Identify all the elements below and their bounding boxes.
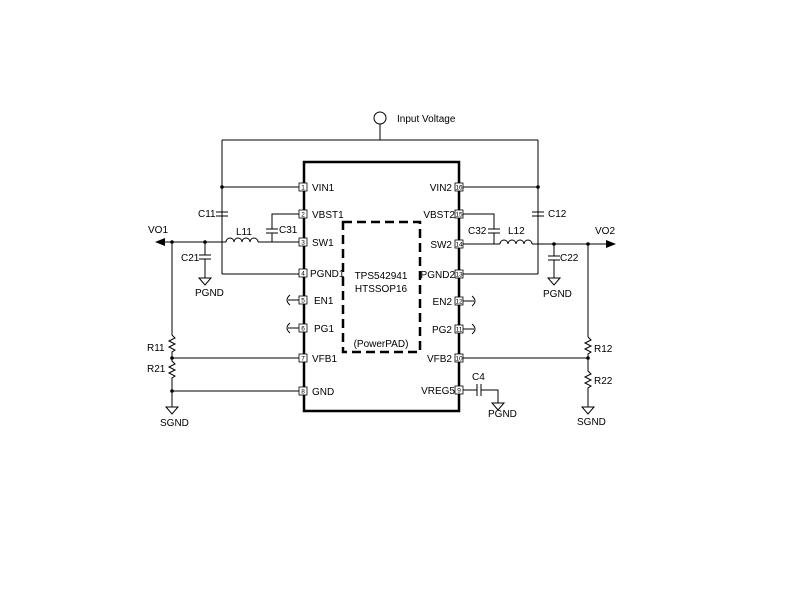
c12-label: C12 — [548, 209, 567, 220]
pin-name: VFB1 — [312, 354, 337, 365]
l12-inductor — [499, 239, 533, 245]
pin-box — [298, 268, 308, 278]
pg1-open-arc — [286, 322, 299, 334]
pin-name: VFB2 — [427, 354, 452, 365]
sgnd-label: SGND — [160, 418, 189, 429]
l11-inductor — [225, 237, 259, 243]
pin-number: 7 — [301, 356, 305, 363]
vo2-arrow — [606, 240, 616, 248]
pin-name: PGND1 — [310, 269, 345, 280]
c22-label: C22 — [560, 253, 579, 264]
sgnd-symbol — [164, 406, 180, 415]
input-voltage-label: Input Voltage — [397, 114, 456, 125]
c32-capacitor — [488, 228, 500, 234]
l11-label: L11 — [236, 227, 252, 238]
pin-name: VBST2 — [423, 210, 455, 221]
vbst1-wire — [271, 213, 299, 242]
pin-number: 2 — [301, 212, 305, 219]
pin-name: SW2 — [430, 240, 452, 251]
junction-dot — [203, 240, 207, 244]
pin-number: 10 — [455, 356, 463, 363]
powerpad-label: (PowerPAD) — [354, 339, 409, 350]
pin-number: 9 — [457, 388, 461, 395]
pin-name: EN1 — [314, 296, 334, 307]
pin-number: 15 — [455, 212, 463, 219]
l12-label: L12 — [508, 226, 525, 237]
pin-number: 4 — [301, 271, 305, 278]
left-pins: 1 VIN1 2 VBST1 3 SW1 4 PGND1 5 EN1 6 PG1… — [298, 182, 345, 398]
pin-name: PG2 — [432, 325, 452, 336]
junction-dot — [220, 185, 224, 189]
input-rail-wire — [221, 124, 539, 274]
c32-label: C32 — [468, 226, 487, 237]
c21-capacitor — [199, 254, 211, 260]
pin-number: 16 — [455, 185, 463, 192]
en1-open-arc — [286, 294, 299, 306]
sgnd-label: SGND — [577, 417, 606, 428]
c11-label: C11 — [198, 209, 216, 220]
pin-name: GND — [312, 387, 334, 398]
pin-name: PG1 — [314, 324, 334, 335]
pgnd-label: PGND — [488, 409, 517, 420]
pin-number: 13 — [455, 272, 463, 279]
c31-label: C31 — [279, 225, 298, 236]
pgnd-symbol — [546, 277, 562, 286]
c4-capacitor — [476, 384, 482, 396]
ic-part-number: TPS542941 — [355, 271, 408, 282]
pin-name: EN2 — [433, 297, 453, 308]
r11-resistor — [167, 334, 177, 358]
gnd1-wire — [171, 390, 299, 407]
input-voltage-terminal — [373, 111, 387, 125]
pin-number: 1 — [301, 185, 305, 192]
pin-name: VIN2 — [430, 183, 453, 194]
vo1-label: VO1 — [148, 225, 168, 236]
r22-resistor — [583, 358, 593, 407]
pin-number: 5 — [301, 298, 305, 305]
right-pins: 16 VIN2 15 VBST2 14 SW2 13 PGND2 12 EN2 … — [421, 182, 464, 397]
pgnd-symbol — [197, 277, 213, 286]
vo1-arrow — [155, 238, 165, 246]
vbst2-wire — [463, 213, 495, 244]
powerpad-outline — [341, 220, 422, 354]
junction-dot — [170, 389, 174, 393]
pin-number: 8 — [301, 389, 305, 396]
c22-capacitor — [548, 255, 560, 261]
pin-number: 3 — [301, 240, 305, 247]
pgnd-label: PGND — [543, 289, 572, 300]
c11-capacitor — [216, 211, 228, 217]
pin-name: VBST1 — [312, 210, 344, 221]
pg2-open-arc — [463, 323, 476, 335]
ic-body — [302, 160, 461, 413]
vreg5-wire — [463, 389, 499, 403]
vo2-label: VO2 — [595, 226, 615, 237]
c21-label: C21 — [181, 253, 200, 264]
pgnd-symbol — [490, 402, 506, 411]
pin-number: 6 — [301, 326, 305, 333]
pin-number: 12 — [455, 299, 463, 306]
r12-label: R12 — [594, 344, 613, 355]
r11-label: R11 — [147, 343, 165, 354]
pin-name: VREG5 — [421, 386, 455, 397]
c31-capacitor — [266, 228, 278, 234]
pin-name: SW1 — [312, 238, 334, 249]
r12-resistor — [583, 336, 593, 358]
en2-open-arc — [463, 295, 476, 307]
pin-number: 14 — [455, 242, 463, 249]
sgnd-symbol — [580, 406, 596, 415]
r21-label: R21 — [147, 364, 166, 375]
ic-package: HTSSOP16 — [355, 284, 408, 295]
r21-resistor — [167, 358, 177, 391]
c12-capacitor — [532, 211, 544, 217]
pin-number: 11 — [456, 327, 463, 334]
pgnd-label: PGND — [195, 288, 224, 299]
junction-dot — [536, 185, 540, 189]
r22-label: R22 — [594, 376, 613, 387]
pin-name: VIN1 — [312, 183, 335, 194]
c4-label: C4 — [472, 372, 485, 383]
pin-name: PGND2 — [421, 270, 456, 281]
